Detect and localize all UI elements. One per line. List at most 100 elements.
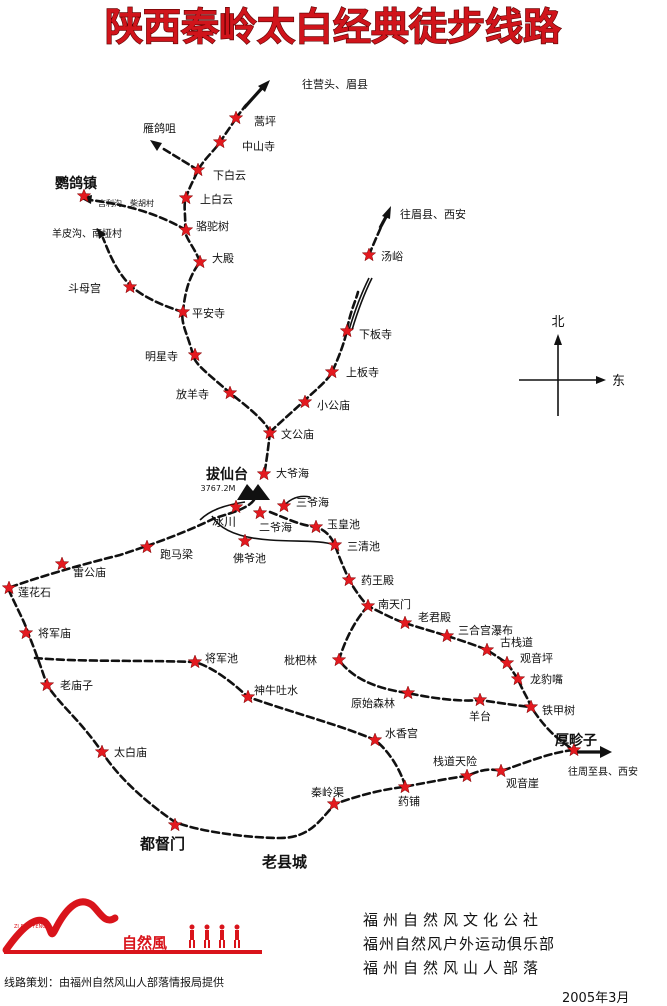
waypoint-star-icon <box>39 677 55 692</box>
waypoint-label-yaopu: 药铺 <box>398 795 420 808</box>
place-label-jiliugou: 吉利沟、柴胡村 <box>98 198 154 208</box>
logo-name: 自然風 <box>122 934 167 952</box>
waypoint-stars <box>1 110 582 832</box>
waypoint-label-pipalin: 枇杷林 <box>284 653 317 667</box>
waypoint-star-icon <box>187 654 203 669</box>
waypoint-star-icon <box>240 689 256 704</box>
waypoint-star-icon <box>397 615 413 630</box>
waypoint-label-zhongshansi: 中山寺 <box>242 140 275 153</box>
waypoint-label-shangbaiyun: 上白云 <box>200 192 233 206</box>
waypoint-star-icon <box>297 394 313 409</box>
date-label: 2005年3月 <box>562 991 629 1006</box>
waypoint-star-icon <box>190 162 206 177</box>
compass-north-arrow-icon <box>554 334 562 345</box>
compass-north-label: 北 <box>551 315 564 330</box>
waypoint-star-icon <box>331 652 347 667</box>
waypoint-star-icon <box>360 598 376 613</box>
waypoint-label-wengongmiao: 文公庙 <box>281 427 314 441</box>
waypoint-label-yuanshisenlin: 原始森林 <box>351 696 395 710</box>
place-label-yangeju: 雁鸽咀 <box>143 121 176 135</box>
waypoint-star-icon <box>167 817 183 832</box>
waypoint-star-icon <box>499 655 515 670</box>
waypoint-star-icon <box>361 247 377 262</box>
waypoint-star-icon <box>192 254 208 269</box>
place-label-yangezui: 鹦鸽镇 <box>54 175 97 192</box>
waypoint-label-shuixianggong: 水香宫 <box>385 726 418 740</box>
waypoint-label-haoping: 蒿坪 <box>254 115 276 128</box>
waypoint-label-tiejiashu: 铁甲树 <box>542 703 575 717</box>
waypoint-label-pingansi: 平安寺 <box>192 306 225 320</box>
waypoint-label-guzhandao: 古栈道 <box>500 635 533 649</box>
waypoint-star-icon <box>326 796 342 811</box>
direction-label-yingtou: 往营头、眉县 <box>302 77 368 91</box>
waypoint-label-foyechi: 佛爷池 <box>233 551 266 565</box>
waypoint-label-qinlingqu: 秦岭渠 <box>311 785 344 799</box>
waypoint-label-jiangjunchi: 将军池 <box>205 652 238 665</box>
waypoint-label-tangyu: 汤峪 <box>381 249 403 263</box>
waypoint-label-dadian: 大殿 <box>212 251 234 265</box>
waypoint-star-icon <box>308 519 324 534</box>
waypoint-label-sanqingchi: 三清池 <box>347 540 380 553</box>
credit-line: 线路策划：由福州自然风山人部落情报局提供 <box>4 975 224 989</box>
waypoint-label-sanhegong: 三合宫瀑布 <box>458 623 513 637</box>
waypoint-star-icon <box>228 110 244 125</box>
waypoint-label-fangyangsi: 放羊寺 <box>176 387 209 401</box>
waypoint-star-icon <box>400 685 416 700</box>
waypoint-star-icon <box>228 499 244 514</box>
waypoint-star-icon <box>566 742 582 757</box>
place-label-yangpigou: 羊皮沟、南垭村 <box>52 227 122 240</box>
summit: 拔仙台 3767.2M <box>201 466 270 500</box>
waypoint-label-taibaimiao: 太白庙 <box>114 745 147 759</box>
waypoint-label-guanyinya: 观音崖 <box>506 776 539 790</box>
waypoint-label-shangbansi: 上板寺 <box>346 365 379 379</box>
arrow-north-icon <box>258 80 270 92</box>
waypoint-label-laojundian: 老君殿 <box>418 611 451 624</box>
waypoint-star-icon <box>523 699 539 714</box>
waypoint-star-icon <box>212 134 228 149</box>
waypoint-star-icon <box>76 188 92 203</box>
arrow-east-icon <box>600 746 612 758</box>
waypoint-label-guanyinping: 观音坪 <box>520 651 553 665</box>
logo: ZI RAN FENG 自然風 <box>2 898 262 954</box>
arrow-northwest-icon <box>150 140 162 151</box>
logo-mountain-icon <box>2 898 119 954</box>
waypoint-label-jiangjunmiao: 将军庙 <box>38 626 71 640</box>
organizer-3: 福州自然风山人部落 <box>363 959 543 977</box>
direction-label-meixian-xian: 往眉县、西安 <box>400 207 466 221</box>
waypoint-star-icon <box>339 323 355 338</box>
waypoint-label-bingchuan: 冰川 <box>212 515 236 529</box>
waypoint-label-yuhuangchi: 玉皇池 <box>327 517 360 531</box>
waypoint-label-laomiaozi: 老庙子 <box>60 678 93 692</box>
waypoint-label-paomaliang: 跑马梁 <box>160 547 193 561</box>
waypoint-star-icon <box>54 556 70 571</box>
waypoint-star-icon <box>256 466 272 481</box>
place-label-laoxiancheng: 老县城 <box>261 853 307 871</box>
mountain-icon <box>237 484 270 500</box>
map-title: 陕西秦岭太白经典徒步线路 <box>105 5 562 49</box>
summit-name: 拔仙台 <box>206 466 248 483</box>
waypoint-label-yaowangdian: 药王殿 <box>361 574 394 587</box>
waypoint-label-sanyehai: 三爷海 <box>296 495 329 509</box>
waypoint-star-icon <box>1 580 17 595</box>
waypoint-star-icon <box>94 744 110 759</box>
waypoint-label-eryehai: 二爷海 <box>259 520 292 534</box>
waypoint-star-icon <box>18 625 34 640</box>
waypoint-label-zhandaotianxian: 栈道天险 <box>433 754 477 768</box>
waypoint-label-leigongmiao: 雷公庙 <box>73 565 106 579</box>
waypoint-label-nantianmen: 南天门 <box>378 597 411 611</box>
waypoint-star-icon <box>397 779 413 794</box>
waypoint-star-icon <box>122 279 138 294</box>
waypoint-star-icon <box>439 628 455 643</box>
waypoint-label-yangtai: 羊台 <box>469 709 491 723</box>
waypoint-star-icon <box>222 385 238 400</box>
arrow-north2-icon <box>382 206 391 219</box>
waypoint-star-icon <box>459 768 475 783</box>
waypoint-star-icon <box>510 671 526 686</box>
waypoint-label-dayehai: 大爷海 <box>276 466 309 480</box>
waypoint-star-icon <box>479 642 495 657</box>
waypoint-star-icon <box>341 572 357 587</box>
waypoint-star-icon <box>472 692 488 707</box>
arrow-northwest2-icon <box>97 228 106 239</box>
waypoint-label-mingxingsi: 明星寺 <box>145 350 178 363</box>
